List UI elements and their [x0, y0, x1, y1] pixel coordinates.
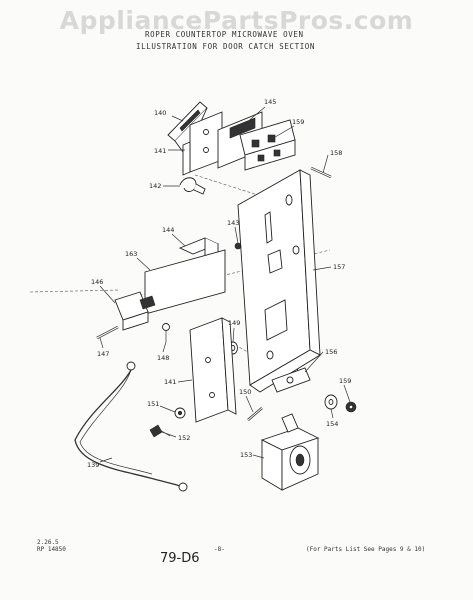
leader-159a: [269, 125, 295, 141]
part-158-pin: [310, 166, 332, 179]
part-156-link: [271, 367, 311, 393]
label-141b: 141: [164, 378, 176, 386]
footer-page-number: -8-: [214, 546, 225, 553]
part-150-pin: [247, 407, 263, 421]
watermark: AppliancePartsPros.com: [59, 6, 414, 35]
label-149: 149: [228, 319, 240, 327]
part-147-pin: [96, 325, 119, 340]
leader-139: [99, 457, 113, 463]
label-163: 163: [125, 250, 137, 258]
label-154: 154: [326, 420, 338, 428]
label-150: 150: [239, 388, 251, 396]
label-143: 143: [227, 219, 239, 227]
label-152: 152: [178, 434, 190, 442]
label-146: 146: [91, 278, 103, 286]
part-141-lower-bracket: [189, 317, 237, 423]
header-line-1: ROPER COUNTERTOP MICROWAVE OVEN: [145, 30, 304, 39]
leader-149: [232, 327, 235, 343]
part-153-solenoid: [260, 413, 320, 491]
leader-158: [322, 154, 329, 174]
dash-axis-left: [29, 289, 121, 293]
label-139: 139: [87, 461, 99, 469]
leader-147: [99, 337, 104, 349]
footer-parts-list-note: (For Parts List See Pages 9 & 10): [306, 546, 426, 553]
label-142: 142: [149, 182, 161, 190]
label-147: 147: [97, 350, 109, 358]
leader-140: [171, 115, 184, 122]
part-152-screw: [149, 424, 171, 438]
footer-code-1: 2.26.5: [37, 539, 59, 546]
leader-157: [312, 266, 332, 271]
label-140: 140: [154, 109, 166, 117]
part-139-wire-harness: [74, 361, 188, 492]
leader-151: [159, 405, 176, 413]
footer-handwritten-code: 79-D6: [160, 551, 200, 566]
part-157-main-bracket: [237, 169, 321, 393]
part-142-clip: [179, 177, 206, 195]
leader-144: [171, 233, 186, 247]
label-151: 151: [147, 400, 159, 408]
leader-153: [252, 454, 265, 459]
leader-154: [330, 408, 334, 419]
part-159-switches: [239, 119, 296, 171]
leader-150: [245, 395, 254, 413]
leader-163: [136, 257, 151, 271]
label-153: 153: [240, 451, 252, 459]
label-157: 157: [333, 263, 345, 271]
leader-145: [239, 106, 266, 129]
label-145: 145: [264, 98, 276, 106]
part-148-screw: [162, 323, 170, 342]
leader-141b: [177, 379, 193, 383]
leader-159b: [343, 384, 351, 403]
footer-code-2: RP 14850: [37, 546, 66, 553]
leader-143: [234, 226, 239, 244]
part-163-plate: [144, 249, 226, 315]
label-158: 158: [330, 149, 342, 157]
label-159a: 159: [292, 118, 304, 126]
label-156: 156: [325, 348, 337, 356]
label-144: 144: [162, 226, 174, 234]
part-159-nut: [345, 401, 357, 413]
label-141a: 141: [154, 147, 166, 155]
label-148: 148: [157, 354, 169, 362]
leader-148: [162, 341, 167, 353]
leader-156: [304, 351, 324, 373]
part-141-upper-bracket: [182, 111, 223, 176]
leader-152: [161, 431, 177, 438]
part-146-switch: [114, 291, 156, 331]
leader-146: [99, 285, 116, 304]
label-159b: 159: [339, 377, 351, 385]
header-line-2: ILLUSTRATION FOR DOOR CATCH SECTION: [136, 42, 316, 51]
part-154-washer: [324, 394, 338, 410]
part-143-screw: [234, 242, 242, 250]
part-151-star-washer: [174, 407, 186, 419]
